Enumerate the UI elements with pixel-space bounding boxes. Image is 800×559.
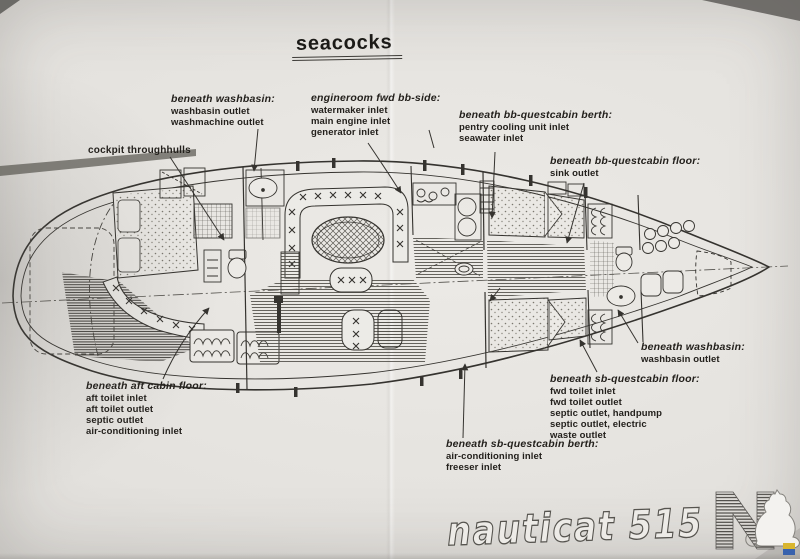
leader-lines (162, 128, 639, 439)
nav-seat (377, 309, 403, 349)
label-item: septic outlet, electric (550, 419, 647, 430)
salon-table (311, 216, 385, 264)
leader-engineroom (367, 142, 402, 194)
corridor-floor (487, 240, 586, 298)
label-title: beneath sb-questcabin berth: (446, 438, 599, 450)
aft-washbasin (248, 177, 278, 199)
label-title: beneath bb-questcabin floor: (550, 155, 701, 167)
label-item: aft toilet inlet (86, 393, 147, 404)
label-item: generator inlet (311, 127, 379, 138)
label-title: beneath sb-questcabin floor: (550, 373, 700, 385)
label-sb-floor: beneath sb-questcabin floor: fwd toilet … (550, 373, 700, 441)
leader-aft-cabin-floor (162, 307, 210, 380)
label-title: beneath washbasin: (641, 341, 745, 353)
galley-sink-1 (457, 197, 477, 217)
galley-sink-2 (457, 217, 477, 237)
label-title: beneath washbasin: (171, 93, 275, 105)
label-engineroom: engineroom fwd bb-side: watermaker inlet… (311, 92, 440, 138)
salon (250, 186, 430, 362)
label-washbasin-aft: beneath washbasin: washbasin outlet wash… (171, 93, 275, 128)
leader-washbasin-fwd (617, 309, 639, 344)
leader-bb-floor (565, 182, 585, 244)
stern-arch (0, 149, 196, 176)
label-item: pentry cooling unit inlet (459, 122, 570, 133)
label-item: air-conditioning inlet (86, 426, 183, 437)
flag-mark (783, 543, 795, 555)
bow-cabin (640, 220, 732, 297)
label-item: main engine inlet (311, 116, 391, 127)
mizzen-mast (274, 296, 283, 303)
label-item: watermaker inlet (311, 105, 388, 116)
label-bb-berth: beneath bb-questcabin berth: pentry cool… (459, 109, 612, 144)
aft-toilet (227, 257, 247, 279)
leader-sb-floor (579, 339, 598, 373)
label-title: beneath aft cabin floor: (86, 380, 207, 392)
label-item: air-conditioning inlet (446, 451, 543, 462)
label-bb-floor: beneath bb-questcabin floor: sink outlet (550, 155, 700, 179)
label-item: washmachine outlet (171, 117, 264, 128)
sb-berth-mattress (488, 297, 549, 353)
centerline (1, 265, 789, 304)
label-item: sink outlet (550, 168, 599, 179)
radiators (547, 181, 613, 345)
flag-blue-stripe (783, 549, 795, 555)
label-item: fwd toilet outlet (550, 397, 622, 408)
label-sb-berth: beneath sb-questcabin berth: air-conditi… (446, 438, 599, 473)
stanchions (236, 158, 588, 397)
label-item: septic outlet, handpump (550, 408, 663, 419)
label-item: seawater inlet (459, 133, 524, 144)
fwd-toilet (615, 252, 633, 272)
label-item: aft toilet outlet (86, 404, 154, 415)
galley (410, 165, 495, 280)
label-title: cockpit throughhulls (88, 145, 191, 156)
label-aft-cabin-floor: beneath aft cabin floor: aft toilet inle… (86, 380, 207, 437)
label-item: washbasin outlet (641, 354, 720, 365)
leader-cockpit (169, 156, 225, 241)
aft-cabin (62, 185, 280, 365)
label-item: washbasin outlet (171, 106, 250, 117)
label-item: septic outlet (86, 415, 144, 426)
label-title: beneath bb-questcabin berth: (459, 109, 613, 121)
label-washbasin-fwd: beneath washbasin: washbasin outlet (641, 341, 745, 365)
salon-seat (329, 267, 373, 293)
label-item: waste outlet (550, 430, 607, 441)
flag-yellow-stripe (783, 543, 795, 549)
nauticat-cat-logo (715, 489, 800, 550)
label-cockpit-throughhulls: cockpit throughhulls (88, 144, 191, 157)
leader-bb-berth (488, 151, 496, 219)
boat-model-logotype: nauticat 515 (446, 500, 703, 555)
page-title: seacocks (291, 31, 403, 61)
fwd-head (584, 191, 644, 349)
label-item: fwd toilet inlet (550, 386, 616, 397)
guest-cabins (482, 171, 613, 369)
v-berth (695, 250, 732, 297)
label-title: engineroom fwd bb-side: (311, 92, 441, 104)
leader-washbasin-aft (251, 128, 259, 172)
bb-berth-mattress (488, 185, 546, 238)
armchair (341, 309, 375, 351)
label-item: freeser inlet (446, 462, 502, 473)
aft-head (159, 166, 285, 390)
leader-sb-berth (461, 363, 469, 439)
